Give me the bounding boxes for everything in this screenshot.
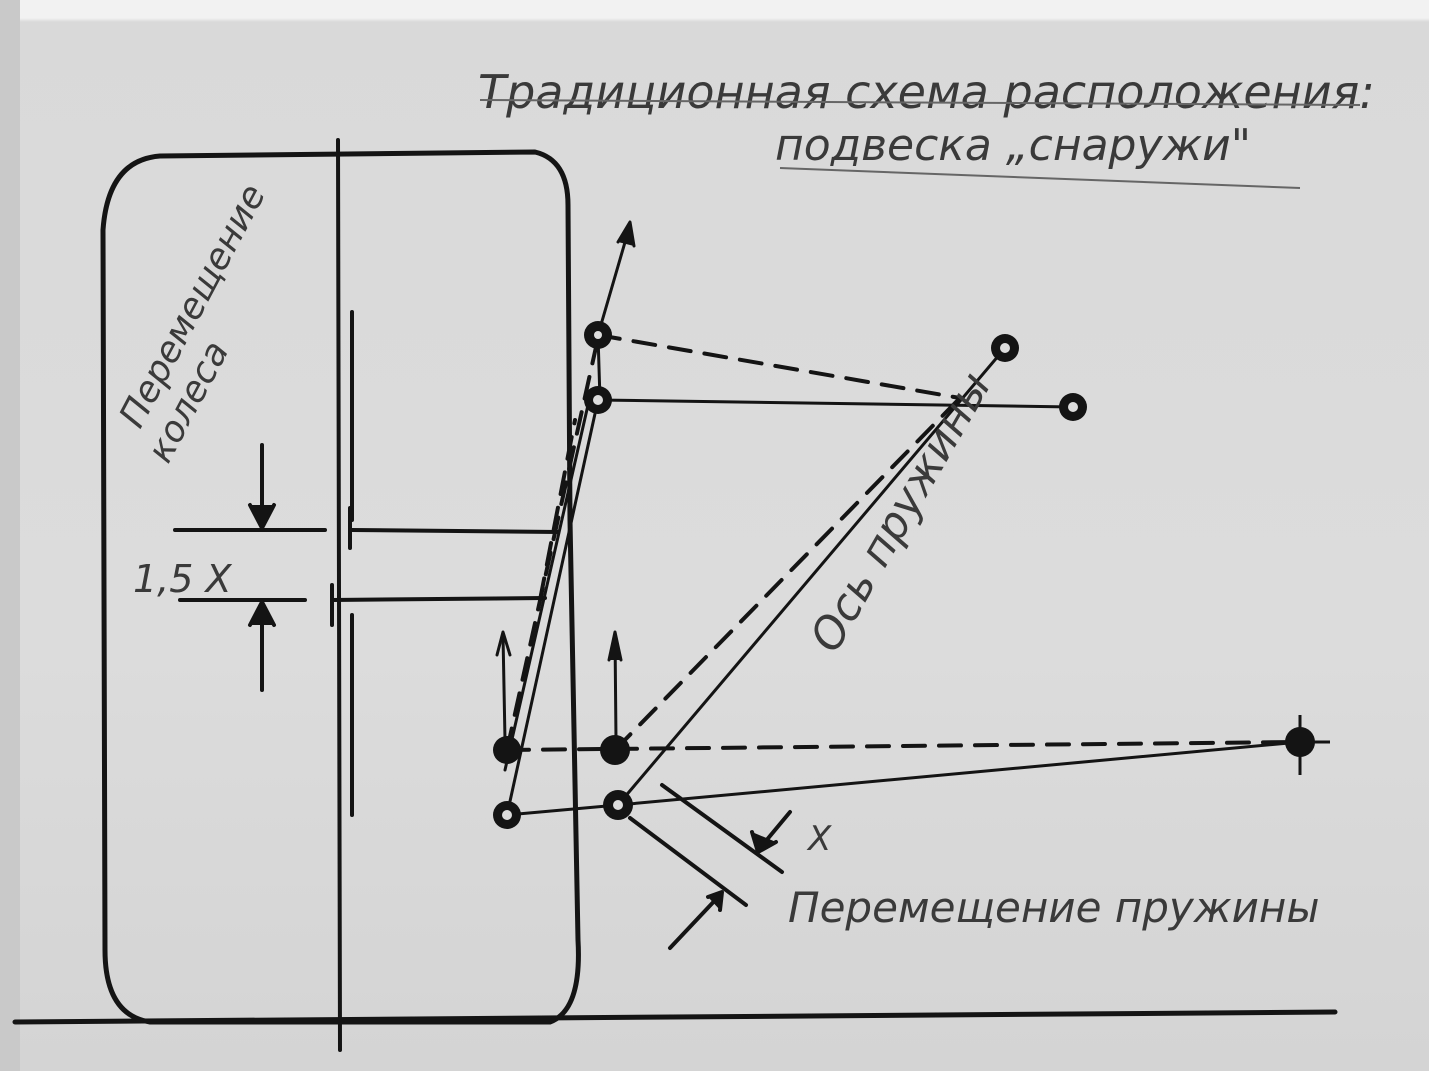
title-line-1: Традиционная схема расположения:: [478, 65, 1375, 119]
joint: [493, 801, 521, 829]
suspension-solid: [503, 333, 1302, 817]
wheel-outline: [100, 149, 581, 1025]
motion-arrows: [495, 220, 636, 742]
spring-travel-label: Перемещение пружины: [788, 883, 1320, 932]
hub: [173, 310, 560, 817]
spring-axis-label: Ось пружины: [800, 364, 1001, 661]
joint: [1275, 715, 1330, 775]
spring-travel-dimension: [628, 783, 792, 950]
title-underline: [479, 99, 1361, 106]
wheel-center-line: [336, 138, 342, 1052]
ratio-label: 1,5 X: [133, 557, 233, 601]
joint: [991, 334, 1019, 362]
suspension-dashed: [505, 333, 1302, 752]
joint: [603, 790, 633, 820]
joint: [584, 386, 612, 414]
paper-edge-left: [0, 0, 20, 1071]
joint: [493, 736, 521, 764]
title-block: Традиционная схема расположения: подвеск…: [478, 65, 1375, 189]
joint: [584, 321, 612, 349]
joint: [1059, 393, 1087, 421]
title-underline-2: [779, 167, 1301, 189]
joints: [493, 321, 1330, 829]
x-label: X: [806, 819, 832, 859]
title-line-2: подвеска „снаружи": [775, 120, 1251, 171]
wheel-travel-dimension: [248, 443, 276, 692]
joint: [600, 735, 630, 765]
